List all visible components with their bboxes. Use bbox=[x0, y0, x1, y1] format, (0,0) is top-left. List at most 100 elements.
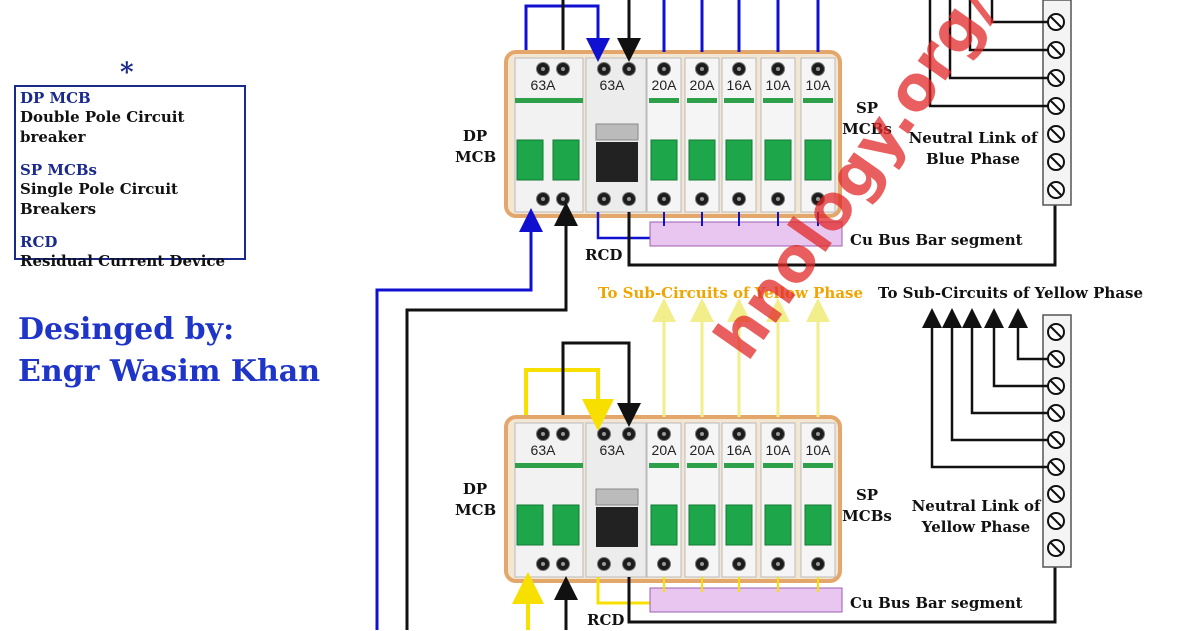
blue-neutral-out-wire-1 bbox=[968, 0, 1048, 52]
blue_panel-rcd-toggle bbox=[596, 142, 638, 182]
blue_panel-bottom-terminal-4-screw bbox=[662, 197, 666, 201]
yellow-rcd-neutral-to-link-wire bbox=[627, 565, 1057, 624]
yellow_panel-top-terminal-5-screw bbox=[700, 432, 704, 436]
blue-neutral-link-label: Neutral Link of Blue Phase bbox=[902, 128, 1044, 170]
yellow_panel-sp-toggle-0 bbox=[650, 504, 678, 546]
yellow-mcb-label: MCB bbox=[455, 501, 497, 519]
blue_panel-bottom-terminal-0-screw bbox=[541, 197, 545, 201]
blue_panel-top-terminal-5-screw bbox=[700, 67, 704, 71]
yellow_panel-rcd-toggle bbox=[596, 507, 638, 547]
legend-abbr-rcd: RCD bbox=[20, 233, 58, 251]
blue-supply-phase-wire bbox=[375, 208, 543, 630]
yellow_panel-sp-mcb-body-2 bbox=[721, 422, 757, 578]
blue-neutral-out-wire-2 bbox=[948, 0, 1048, 80]
blue-neutral-screw-slot-3 bbox=[1050, 100, 1062, 112]
yellow_panel-rating-0: 63A bbox=[531, 442, 557, 458]
blue-neutral-out-wire-0 bbox=[990, 0, 1048, 24]
blue_panel-sp-mcb-body-0 bbox=[646, 57, 682, 213]
blue-sp-mcbs-label: SP MCBs bbox=[842, 98, 892, 140]
yellow_panel-rating-4: 16A bbox=[727, 442, 753, 458]
blue-neutral-screw-slot-6 bbox=[1050, 184, 1062, 196]
yellow-sp-mcbs-label: SP MCBs bbox=[842, 485, 892, 527]
blue_panel-top-terminal-7-screw bbox=[776, 67, 780, 71]
yellow_panel-rcd-test-window bbox=[595, 488, 639, 506]
yellow-neutral-screw-slot-8 bbox=[1050, 542, 1062, 554]
yellow-sub-circuits-left-label: To Sub-Circuits of Yellow Phase bbox=[598, 284, 864, 302]
yellow_panel-top-terminal-4-screw bbox=[662, 432, 666, 436]
yellow_panel-sp-toggle-1 bbox=[688, 504, 716, 546]
yellow_panel-rating-6: 10A bbox=[806, 442, 832, 458]
yellow_panel-bottom-terminal-4-screw bbox=[662, 562, 666, 566]
blue_panel-sp-toggle-1 bbox=[688, 139, 716, 181]
yellow_panel-bottom-terminal-0-screw bbox=[541, 562, 545, 566]
yellow_panel-rating-5: 10A bbox=[766, 442, 792, 458]
yellow_panel-top-terminal-8-screw bbox=[816, 432, 820, 436]
yellow-sp-label: SP bbox=[855, 486, 879, 504]
yellow-dp-label: DP bbox=[462, 480, 488, 498]
blue-neutral-line1: Neutral Link of bbox=[908, 129, 1038, 147]
blue-neutral-screw-slot-4 bbox=[1050, 128, 1062, 140]
yellow_panel-sp-green-strip-1 bbox=[687, 463, 717, 468]
blue_panel-rating-1: 63A bbox=[600, 77, 626, 93]
blue_panel-rating-6: 10A bbox=[806, 77, 832, 93]
blue_panel-rcd-test-window bbox=[595, 123, 639, 141]
blue-mcb-label: MCB bbox=[455, 148, 497, 166]
credit-line-2: Engr Wasim Khan bbox=[18, 354, 321, 389]
yellow-neutral-screw-slot-5 bbox=[1050, 461, 1062, 473]
legend-star: * bbox=[120, 58, 134, 88]
blue_panel-sp-mcb-body-4 bbox=[800, 57, 836, 213]
yellow-neutral-link-label: Neutral Link of Yellow Phase bbox=[905, 496, 1047, 538]
yellow_panel-bottom-terminal-8-screw bbox=[816, 562, 820, 566]
yellow-neutral-screw-slot-2 bbox=[1050, 380, 1062, 392]
yellow-neutral-out-wire-1 bbox=[984, 308, 1048, 388]
blue-rcd-label: RCD bbox=[585, 246, 623, 264]
yellow_panel-top-terminal-6-screw bbox=[737, 432, 741, 436]
credit-line-1: Desinged by: bbox=[18, 312, 235, 347]
blue-dp-mcb-label: DP MCB bbox=[455, 126, 497, 168]
yellow-sub-circuits-right-label: To Sub-Circuits of Yellow Phase bbox=[878, 284, 1144, 302]
blue-dp-label: DP bbox=[462, 127, 488, 145]
blue_panel-top-terminal-6-screw bbox=[737, 67, 741, 71]
yellow_panel-dp-toggle-0 bbox=[516, 504, 544, 546]
blue_panel-top-terminal-4-screw bbox=[662, 67, 666, 71]
blue-mcbs-label: MCBs bbox=[842, 120, 892, 138]
blue-neutral-out-wire-3 bbox=[928, 0, 1048, 108]
yellow-neutral-screw-slot-3 bbox=[1050, 407, 1062, 419]
blue-neutral-screw-slot-0 bbox=[1050, 16, 1062, 28]
yellow_panel-bottom-terminal-1-screw bbox=[561, 562, 565, 566]
yellow_panel-sp-green-strip-0 bbox=[649, 463, 679, 468]
blue-neutral-screw-slot-5 bbox=[1050, 156, 1062, 168]
yellow_panel-sp-toggle-4 bbox=[804, 504, 832, 546]
blue-neutral-screw-slot-1 bbox=[1050, 44, 1062, 56]
yellow-neutral-screw-slot-7 bbox=[1050, 515, 1062, 527]
yellow-bus-bar bbox=[649, 587, 843, 613]
yellow-neutral-screw-slot-1 bbox=[1050, 353, 1062, 365]
yellow_panel-top-terminal-0-screw bbox=[541, 432, 545, 436]
blue_panel-bottom-terminal-1-screw bbox=[561, 197, 565, 201]
blue_panel-bottom-terminal-6-screw bbox=[737, 197, 741, 201]
yellow_panel-sp-green-strip-3 bbox=[763, 463, 793, 468]
yellow-mcbs-label: MCBs bbox=[842, 507, 892, 525]
blue_panel-rating-2: 20A bbox=[652, 77, 678, 93]
legend-desc-dp: Double Pole Circuit breaker bbox=[20, 108, 185, 146]
yellow_panel-rating-2: 20A bbox=[652, 442, 678, 458]
legend-desc-sp: Single Pole Circuit Breakers bbox=[20, 180, 178, 218]
legend-desc-rcd: Residual Current Device bbox=[20, 252, 226, 270]
blue_panel-rating-0: 63A bbox=[531, 77, 557, 93]
yellow-neutral-out-wire-4 bbox=[922, 308, 1048, 469]
yellow_panel-bottom-terminal-2-screw bbox=[602, 562, 606, 566]
yellow_panel-sp-green-strip-4 bbox=[803, 463, 833, 468]
yellow_panel-bottom-terminal-6-screw bbox=[737, 562, 741, 566]
legend-box: DP MCB Double Pole Circuit breaker SP MC… bbox=[14, 85, 246, 270]
blue_panel-dp-toggle-1 bbox=[552, 139, 580, 181]
blue_panel-top-terminal-8-screw bbox=[816, 67, 820, 71]
legend-abbr-dp: DP MCB bbox=[20, 89, 91, 107]
blue_panel-sp-toggle-0 bbox=[650, 139, 678, 181]
yellow-neutral-line1: Neutral Link of bbox=[911, 497, 1041, 515]
yellow-dp-neutral-to-rcd-wire bbox=[561, 341, 641, 427]
yellow_panel-dp-toggle-1 bbox=[552, 504, 580, 546]
yellow_panel-sp-mcb-body-3 bbox=[760, 422, 796, 578]
blue_panel-sp-green-strip-3 bbox=[763, 98, 793, 103]
yellow_panel-bottom-terminal-7-screw bbox=[776, 562, 780, 566]
